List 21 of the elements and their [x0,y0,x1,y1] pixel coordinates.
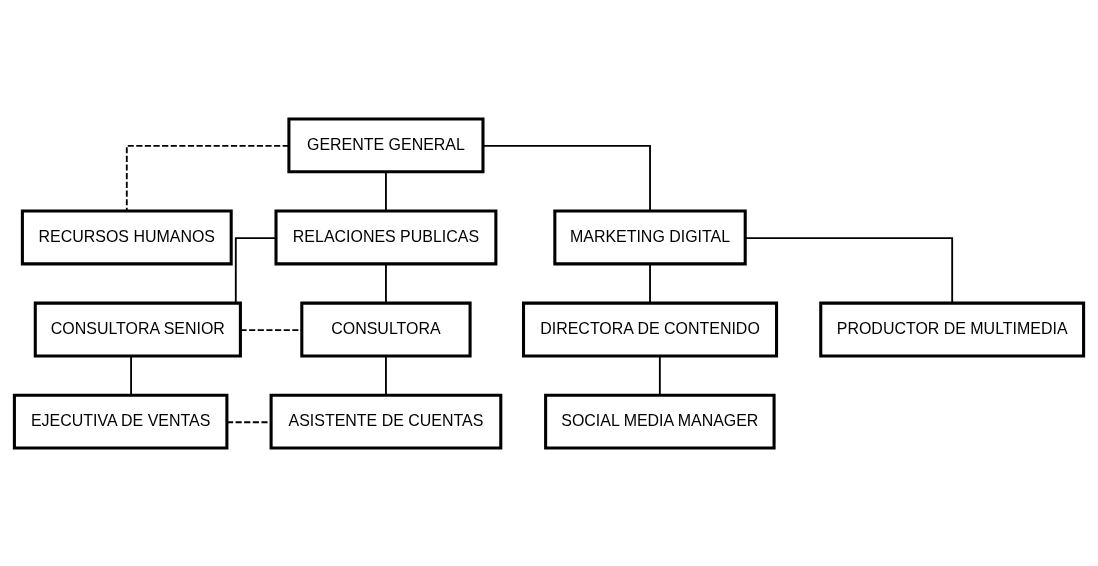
connector [385,354,387,396]
connector [649,262,651,304]
node-box: PRODUCTOR DE MULTIMEDIA [819,301,1086,357]
connector [385,262,387,304]
connector [130,354,132,396]
connector [744,236,954,304]
connector [385,170,387,212]
node-box: SOCIAL MEDIA MANAGER [544,393,776,450]
node-box: CONSULTORA [300,301,472,357]
node-box: CONSULTORA SENIOR [33,301,242,357]
connector [234,236,277,304]
connector [125,144,290,212]
node-box: RELACIONES PUBLICAS [274,209,498,265]
node-box: EJECUTIVA DE VENTAS [12,393,229,450]
node-box: RECURSOS HUMANOS [20,209,233,265]
node-box: GERENTE GENERAL [287,116,485,173]
node-box: ASISTENTE DE CUENTAS [269,393,503,450]
connector [482,144,651,212]
connector [658,354,661,396]
node-box: DIRECTORA DE CONTENIDO [521,301,779,357]
node-box: MARKETING DIGITAL [553,209,747,265]
